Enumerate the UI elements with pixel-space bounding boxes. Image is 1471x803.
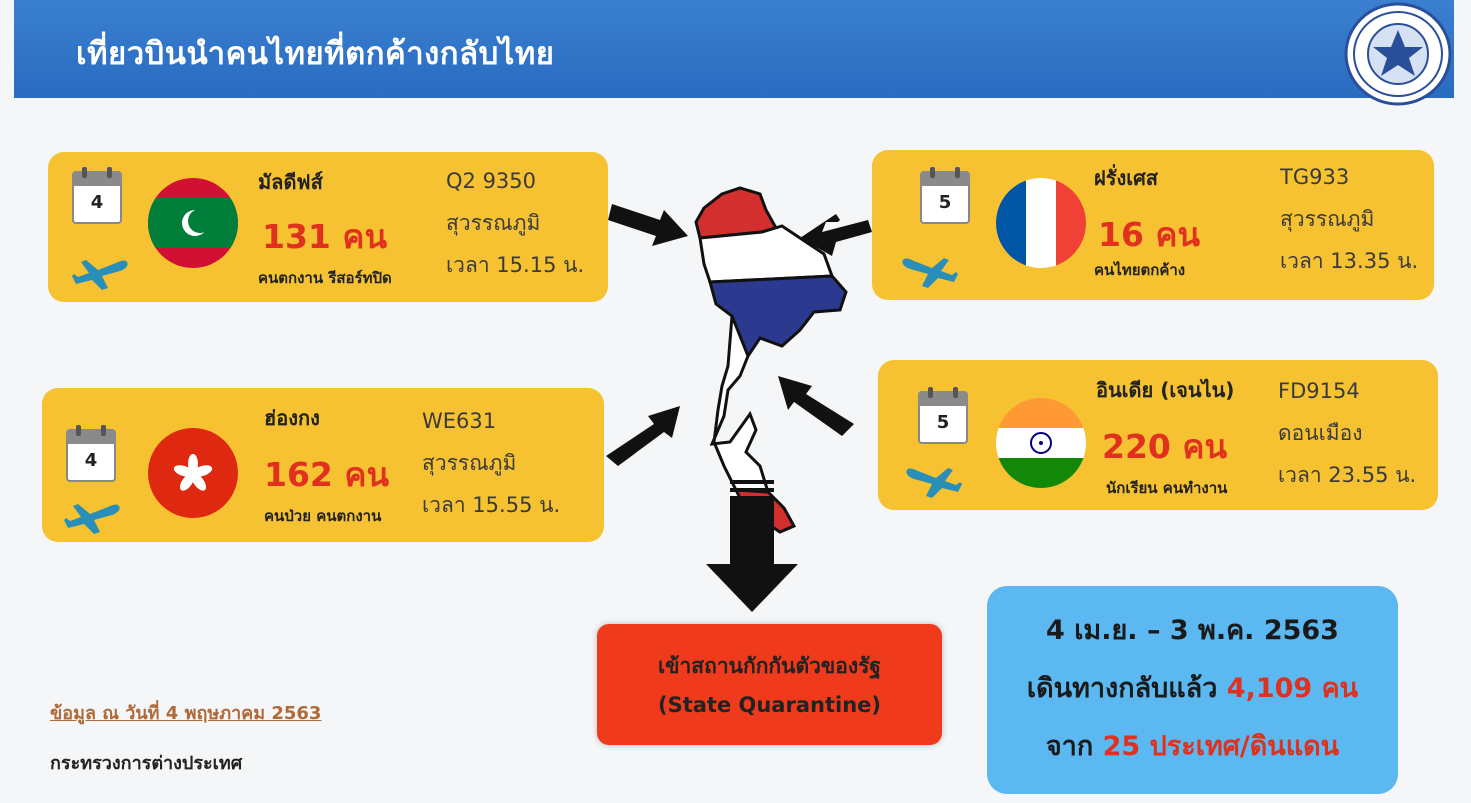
calendar-icon: 4 xyxy=(66,424,116,482)
calendar-icon: 4 xyxy=(72,166,122,224)
ministry-seal-icon xyxy=(1343,2,1453,106)
arrow-from-top-right-icon xyxy=(800,214,872,256)
state-quarantine-box: เข้าสถานกักกันตัวของรัฐ (State Quarantin… xyxy=(597,624,942,745)
arrival-airport: ดอนเมือง xyxy=(1278,421,1363,445)
arrow-from-bottom-left-icon xyxy=(606,406,680,466)
calendar-day: 4 xyxy=(84,450,98,471)
arrival-time: เวลา 13.35 น. xyxy=(1280,249,1419,273)
thailand-map-diagram xyxy=(606,186,872,612)
flight-info: WE631 สุวรรณภูมิ เวลา 15.55 น. xyxy=(422,400,560,526)
country-name: อินเดีย (เจนไน) xyxy=(1096,378,1235,402)
airplane-icon xyxy=(72,250,132,294)
passenger-count: 131 คน xyxy=(262,217,388,256)
page-title: เที่ยวบินนำคนไทยที่ตกค้างกลับไทย xyxy=(76,36,555,72)
flight-number: TG933 xyxy=(1280,165,1350,189)
flight-card-france: 5 ฝรั่งเศส 16 คน คนไทยตกค้าง TG933 สุวรร… xyxy=(872,150,1434,300)
arrow-from-top-left-icon xyxy=(608,204,688,246)
arrival-airport: สุวรรณภูมิ xyxy=(422,451,517,475)
calendar-icon: 5 xyxy=(920,166,970,224)
summary-returned: เดินทางกลับแล้ว 4,109 คน xyxy=(987,660,1398,718)
summary-period: 4 เม.ย. – 3 พ.ค. 2563 xyxy=(1046,615,1339,646)
flight-number: Q2 9350 xyxy=(446,169,537,193)
india-flag-icon xyxy=(996,398,1086,488)
country-name: มัลดีฟส์ xyxy=(258,170,323,194)
flight-info: Q2 9350 สุวรรณภูมิ เวลา 15.15 น. xyxy=(446,160,584,286)
returned-value: 4,109 คน xyxy=(1226,673,1359,704)
airplane-icon xyxy=(902,458,962,502)
summary-from: จาก 25 ประเทศ/ดินแดน xyxy=(987,718,1398,776)
arrival-time: เวลา 23.55 น. xyxy=(1278,463,1417,487)
france-flag-icon xyxy=(996,178,1086,268)
arrival-airport: สุวรรณภูมิ xyxy=(446,211,541,235)
airplane-icon xyxy=(898,248,958,292)
passenger-description: คนตกงาน รีสอร์ทปิด xyxy=(258,269,392,287)
quarantine-thai-label: เข้าสถานกักกันตัวของรัฐ xyxy=(657,654,882,678)
returned-label: เดินทางกลับแล้ว xyxy=(1026,673,1218,704)
country-name: ฝรั่งเศส xyxy=(1094,166,1158,190)
passenger-description: คนไทยตกค้าง xyxy=(1094,261,1186,279)
flight-card-maldives: 4 มัลดีฟส์ 131 คน คนตกงาน รีสอร์ทปิด Q2 … xyxy=(48,152,608,302)
summary-box: 4 เม.ย. – 3 พ.ค. 2563 เดินทางกลับแล้ว 4,… xyxy=(987,586,1398,794)
quarantine-english-label: (State Quarantine) xyxy=(657,693,881,717)
airplane-icon xyxy=(64,494,124,538)
passenger-description: นักเรียน คนทำงาน xyxy=(1106,479,1228,497)
calendar-day: 4 xyxy=(90,192,104,213)
arrow-from-bottom-right-icon xyxy=(778,376,854,436)
data-date-note: ข้อมูล ณ วันที่ 4 พฤษภาคม 2563 xyxy=(50,703,322,724)
flight-number: WE631 xyxy=(422,409,497,433)
flight-info: TG933 สุวรรณภูมิ เวลา 13.35 น. xyxy=(1280,156,1418,282)
passenger-description: คนป่วย คนตกงาน xyxy=(264,507,382,525)
arrow-down-icon xyxy=(706,480,798,612)
arrival-airport: สุวรรณภูมิ xyxy=(1280,207,1375,231)
passenger-count: 16 คน xyxy=(1098,215,1201,254)
arrival-time: เวลา 15.15 น. xyxy=(446,253,585,277)
calendar-day: 5 xyxy=(936,412,950,433)
thailand-map-icon xyxy=(694,186,848,534)
flight-number: FD9154 xyxy=(1278,379,1360,403)
header-bar: เที่ยวบินนำคนไทยที่ตกค้างกลับไทย xyxy=(14,0,1454,98)
country-name: ฮ่องกง xyxy=(264,406,320,430)
flight-info: FD9154 ดอนเมือง เวลา 23.55 น. xyxy=(1278,370,1416,496)
from-label: จาก xyxy=(1045,731,1094,762)
flight-card-india: 5 อินเดีย (เจนไน) 220 คน นักเรียน คนทำงา… xyxy=(878,360,1438,510)
hong-kong-flag-icon xyxy=(148,428,238,518)
maldives-flag-icon xyxy=(148,178,238,268)
calendar-icon: 5 xyxy=(918,386,968,444)
flight-card-hong-kong: 4 ฮ่องกง 162 คน คนป่วย คนตกงาน WE631 สุว… xyxy=(42,388,604,542)
passenger-count: 220 คน xyxy=(1102,427,1228,466)
calendar-day: 5 xyxy=(938,192,952,213)
passenger-count: 162 คน xyxy=(264,455,390,494)
arrival-time: เวลา 15.55 น. xyxy=(422,493,561,517)
from-value: 25 ประเทศ/ดินแดน xyxy=(1102,731,1340,762)
source-note: กระทรวงการต่างประเทศ xyxy=(50,753,243,774)
